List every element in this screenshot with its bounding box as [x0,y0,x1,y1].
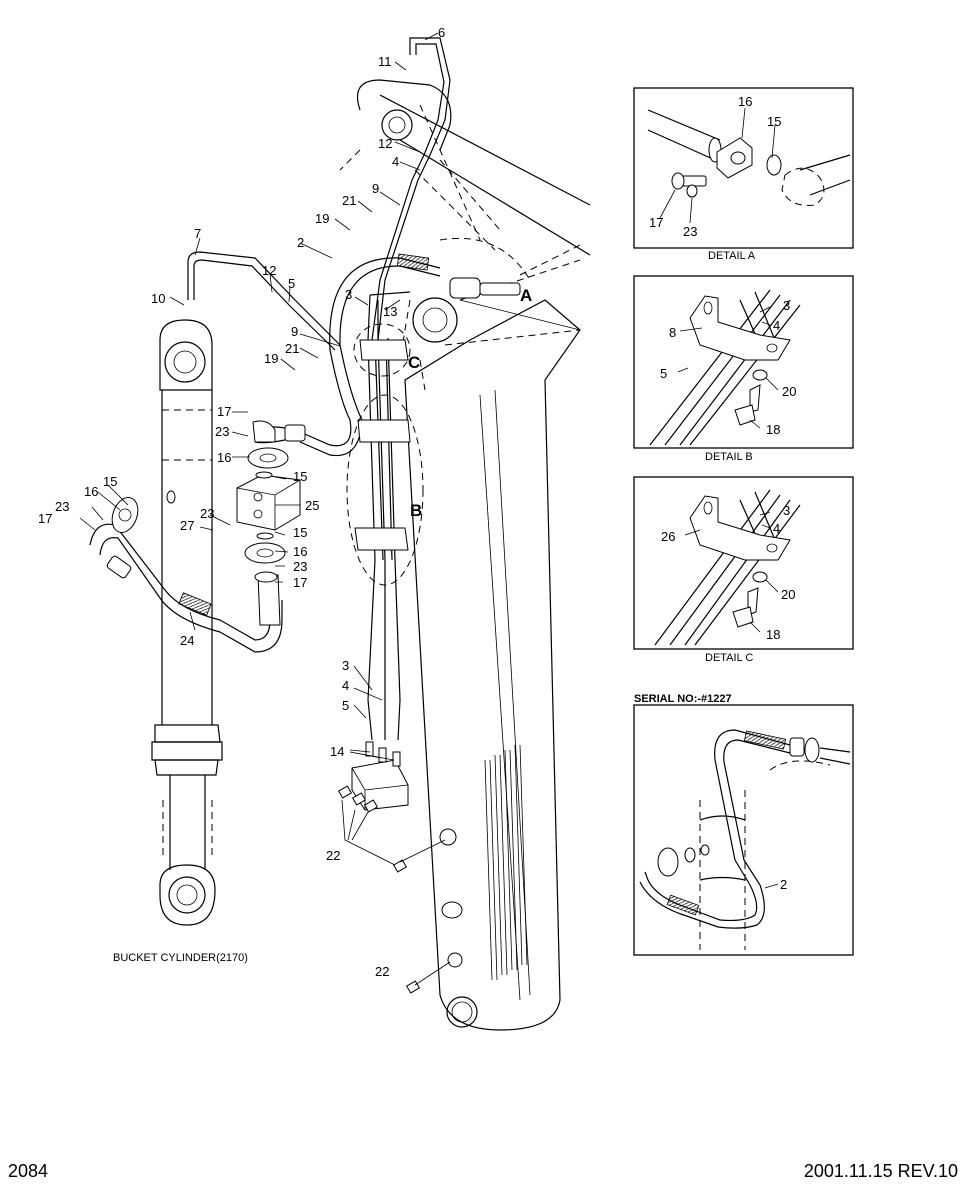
callout-22-b: 22 [375,964,389,979]
detail-b-callout-3: 3 [783,298,790,313]
detail-b-caption: DETAIL B [705,451,753,463]
callout-13: 13 [383,304,397,319]
callout-14: 14 [330,744,344,759]
callout-23-a: 23 [215,424,229,439]
serial-caption: SERIAL NO:-#1227 [634,693,732,705]
detail-c-panel: 3 4 26 20 18 [633,476,854,650]
callout-4-top: 4 [392,154,399,169]
callout-25: 25 [305,498,319,513]
callout-15-c: 15 [103,474,117,489]
page-number: 2084 [8,1161,48,1181]
detail-a-callout-17: 17 [649,215,663,230]
callout-17-a: 17 [217,404,231,419]
callout-19-mid: 19 [264,351,278,366]
detail-b-panel: 3 4 8 5 20 18 [633,275,854,449]
callout-5-mid: 5 [288,276,295,291]
callout-15-b: 15 [293,525,307,540]
callout-3-top: 3 [345,287,352,302]
callout-10: 10 [151,291,165,306]
callout-9-top: 9 [372,181,379,196]
bottom-block [337,741,463,994]
callout-23-d: 23 [200,506,214,521]
serial-variant-panel: 2 [633,704,854,956]
callout-21-top: 21 [342,193,356,208]
callout-15-a: 15 [293,469,307,484]
detail-c-callout-20: 20 [781,587,795,602]
clamps [346,323,424,586]
callout-17-c: 17 [38,511,52,526]
detail-b-callout-8: 8 [669,325,676,340]
date-revision: 2001.11.15 REV.10 [804,1161,958,1181]
callout-11: 11 [378,54,392,69]
detail-b-callout-4: 4 [773,318,780,333]
detail-c-callout-18: 18 [766,627,780,642]
callout-4-low: 4 [342,678,349,693]
main-callouts: 6 11 12 4 9 21 19 2 7 12 5 10 3 13 9 21 … [38,25,532,979]
detail-a-callout-16: 16 [738,94,752,109]
section-b-marker: B [410,501,422,520]
bucket-cylinder [151,319,223,926]
callout-6: 6 [438,25,445,40]
callout-7: 7 [194,226,201,241]
detail-a-caption: DETAIL A [708,250,756,262]
detail-c-caption: DETAIL C [705,652,753,664]
detail-b-callout-5: 5 [660,366,667,381]
section-c-marker: C [408,353,420,372]
callout-12-top: 12 [378,136,392,151]
callout-12-mid: 12 [262,263,276,278]
callout-23-b: 23 [293,559,307,574]
boom-arm [339,79,591,1031]
callout-24: 24 [180,633,194,648]
callout-16-c: 16 [84,484,98,499]
callout-27: 27 [180,518,194,533]
callout-5-low: 5 [342,698,349,713]
callout-16-b: 16 [293,544,307,559]
hose-lines [89,37,521,741]
detail-c-callout-26: 26 [661,529,675,544]
detail-b-callout-20: 20 [782,384,796,399]
detail-b-callout-18: 18 [766,422,780,437]
detail-c-callout-4: 4 [773,521,780,536]
callout-3-low: 3 [342,658,349,673]
callout-2: 2 [297,235,304,250]
bucket-cylinder-caption: BUCKET CYLINDER(2170) [113,952,248,964]
detail-a-panel: 16 15 17 23 [633,87,854,249]
callout-9-mid: 9 [291,324,298,339]
callout-22-a: 22 [326,848,340,863]
detail-a-callout-23: 23 [683,224,697,239]
valve-block [111,420,301,626]
callout-17-b: 17 [293,575,307,590]
callout-21-mid: 21 [285,341,299,356]
serial-callout-2: 2 [780,877,787,892]
section-a-marker: A [520,286,532,305]
detail-a-callout-15: 15 [767,114,781,129]
callout-16-a: 16 [217,450,231,465]
callout-19-top: 19 [315,211,329,226]
detail-c-callout-3: 3 [783,503,790,518]
callout-23-c: 23 [55,499,69,514]
